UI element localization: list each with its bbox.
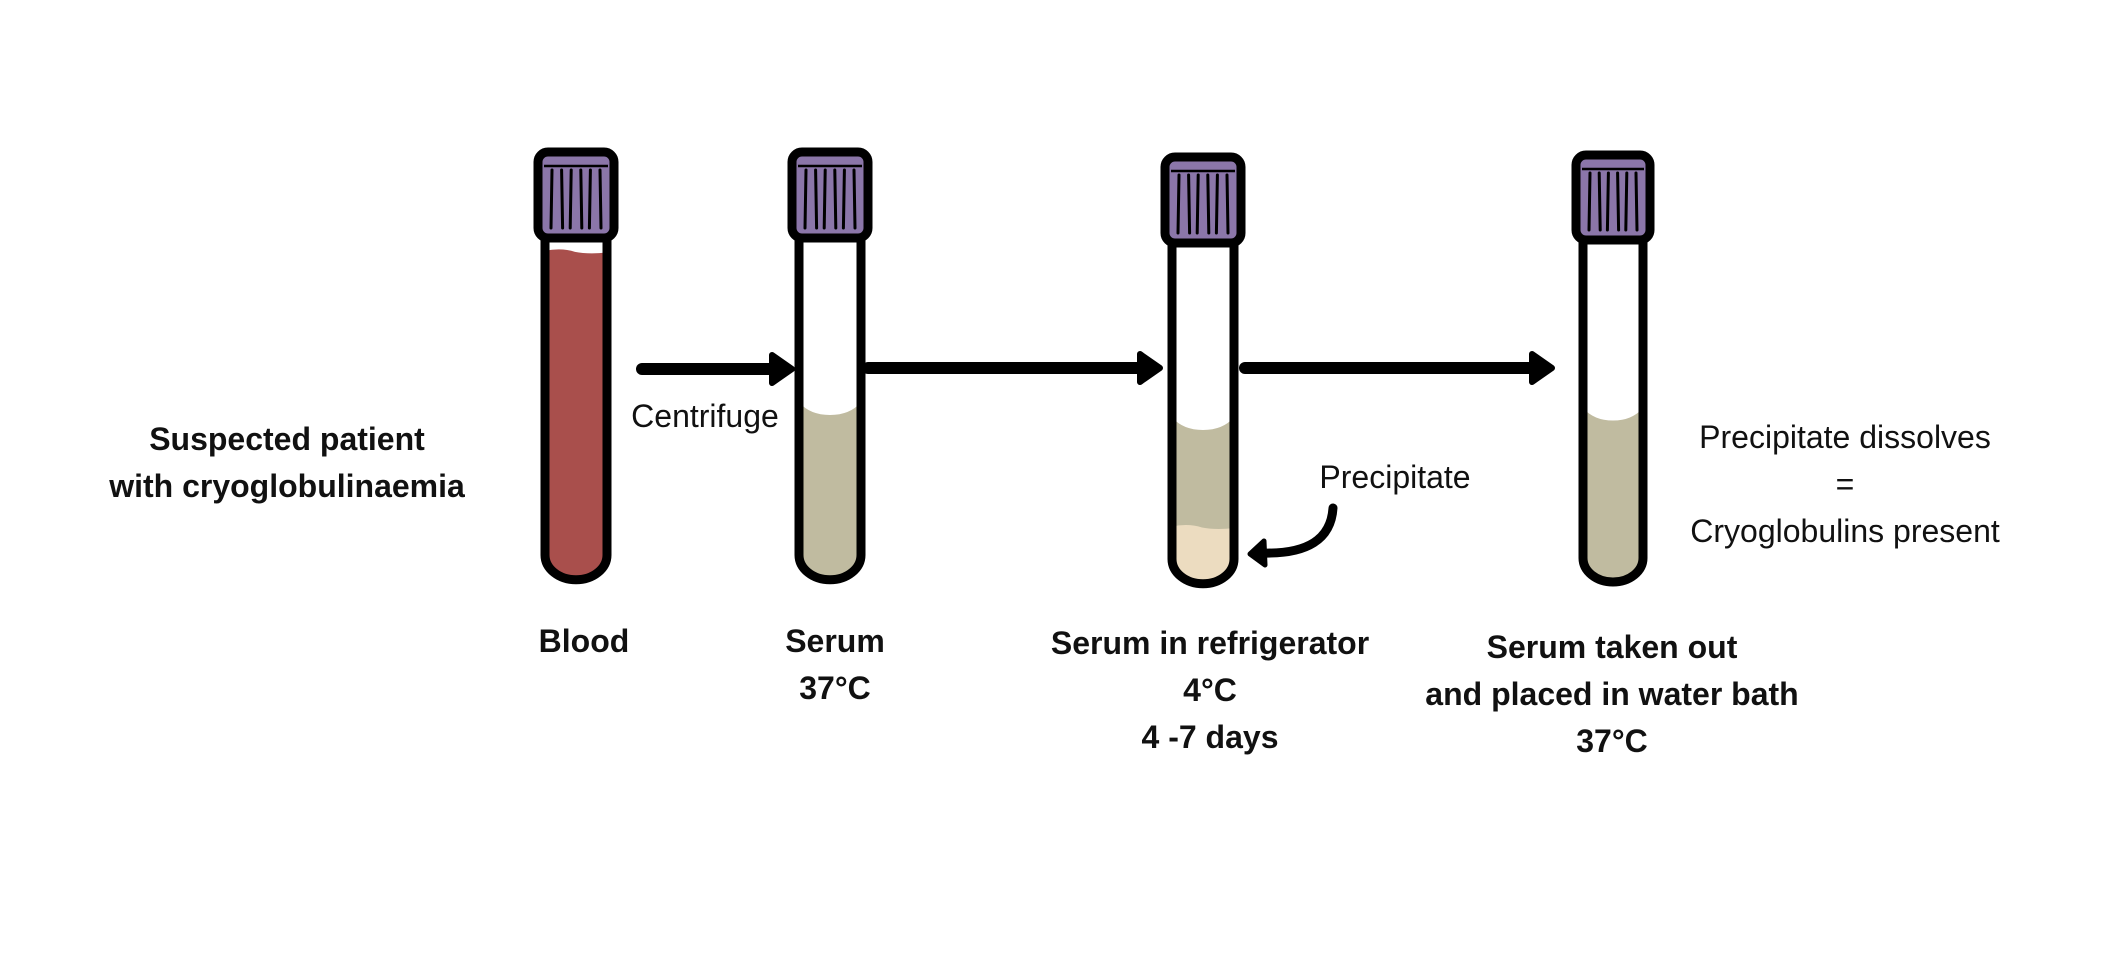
patient-label-line-2: with cryoglobulinaemia: [109, 468, 465, 504]
tube-cap: [1160, 152, 1246, 248]
cap-grip-line: [1634, 171, 1639, 232]
test-tube-blood: [533, 147, 619, 585]
cap-body: [787, 147, 873, 243]
serum-fill: [799, 395, 861, 580]
arrow-serum-to-refrigerated: [862, 351, 1163, 385]
caption-refrigerator-line-3: 4 -7 days: [1141, 719, 1279, 755]
caption-water-bath-line-1: Serum taken out: [1486, 629, 1738, 665]
tubes-layer: [533, 147, 1655, 589]
arrow-blood-to-serum: [636, 352, 795, 386]
cap-grip-line: [560, 168, 565, 230]
centrifuge-label: Centrifuge: [631, 398, 779, 434]
test-tube-water-bath: [1571, 150, 1655, 587]
tube-cap: [1571, 150, 1655, 245]
arrow-refrigerated-to-water-bath: [1239, 351, 1555, 385]
cap-grip-line: [1176, 173, 1181, 235]
serum-layer: [799, 395, 861, 580]
cap-grip-line: [568, 168, 573, 230]
tube-outline: [1167, 243, 1239, 589]
caption-water-bath-line-2: and placed in water bath: [1425, 676, 1799, 712]
cap-grip-line: [1624, 171, 1629, 232]
patient-label: Suspected patient with cryoglobulinaemia: [80, 416, 494, 510]
cap-grip-line: [598, 168, 603, 230]
cap-grip-line: [1187, 173, 1192, 235]
caption-blood: Blood: [484, 618, 684, 665]
cap-grip-line: [1587, 171, 1592, 232]
cap-grip-line: [814, 168, 819, 230]
cap-body: [1571, 150, 1655, 245]
cap-grip-line: [579, 168, 584, 230]
arrow-head: [1529, 351, 1555, 385]
result-text: Precipitate dissolves = Cryoglobulins pr…: [1650, 414, 2040, 555]
cap-grip-line: [1225, 173, 1230, 235]
cap-grip-line: [833, 168, 838, 230]
caption-serum-line-2: 37°C: [799, 670, 871, 706]
caption-refrigerator-line-2: 4°C: [1183, 672, 1237, 708]
caption-refrigerator: Serum in refrigerator 4°C 4 -7 days: [1030, 620, 1390, 761]
curved-arrow-head: [1247, 538, 1268, 568]
result-equals: =: [1835, 466, 1855, 502]
tube-cap: [787, 147, 873, 243]
blood-fill: [545, 249, 607, 580]
caption-serum-line-1: Serum: [785, 623, 885, 659]
tube-cap: [533, 147, 619, 243]
caption-water-bath-line-3: 37°C: [1576, 723, 1648, 759]
tube-outline: [1578, 240, 1648, 587]
cap-body: [533, 147, 619, 243]
caption-serum: Serum 37°C: [735, 618, 935, 712]
cap-grip-line: [1605, 171, 1610, 232]
test-tube-serum: [787, 147, 873, 585]
cap-grip-line: [1195, 173, 1200, 235]
precipitate-label: Precipitate: [1319, 459, 1471, 495]
cap-grip-line: [1597, 171, 1602, 232]
precipitate-pointer-arrow: [1247, 503, 1338, 568]
arrows-layer: [636, 351, 1555, 568]
cap-grip-line: [549, 168, 554, 230]
tube-outline: [540, 238, 612, 585]
result-line-3: Cryoglobulins present: [1690, 513, 2000, 549]
cap-grip-line: [1616, 171, 1621, 232]
precipitate-fill: [1172, 525, 1234, 584]
caption-refrigerator-line-1: Serum in refrigerator: [1050, 625, 1370, 661]
blood-layer: [545, 249, 607, 580]
test-tube-refrigerated: [1160, 152, 1246, 589]
tube-outline: [794, 238, 866, 585]
precipitate-layer: [1172, 525, 1234, 584]
serum-layer: [1583, 400, 1643, 582]
caption-water-bath: Serum taken out and placed in water bath…: [1392, 624, 1832, 765]
cap-grip-line: [587, 168, 592, 230]
cap-grip-line: [822, 168, 827, 230]
serum-fill: [1583, 400, 1643, 582]
cap-grip-line: [803, 168, 808, 230]
arrow-head: [769, 352, 795, 386]
result-line-1: Precipitate dissolves: [1699, 419, 1991, 455]
patient-label-line-1: Suspected patient: [149, 421, 425, 457]
caption-blood-line-1: Blood: [538, 623, 630, 659]
cap-grip-line: [1214, 173, 1219, 235]
cap-body: [1160, 152, 1246, 248]
cap-grip-line: [1206, 173, 1211, 235]
cap-grip-line: [852, 168, 857, 230]
cap-grip-line: [841, 168, 846, 230]
curved-arrow-shaft: [1257, 503, 1338, 558]
arrow-head: [1137, 351, 1163, 385]
